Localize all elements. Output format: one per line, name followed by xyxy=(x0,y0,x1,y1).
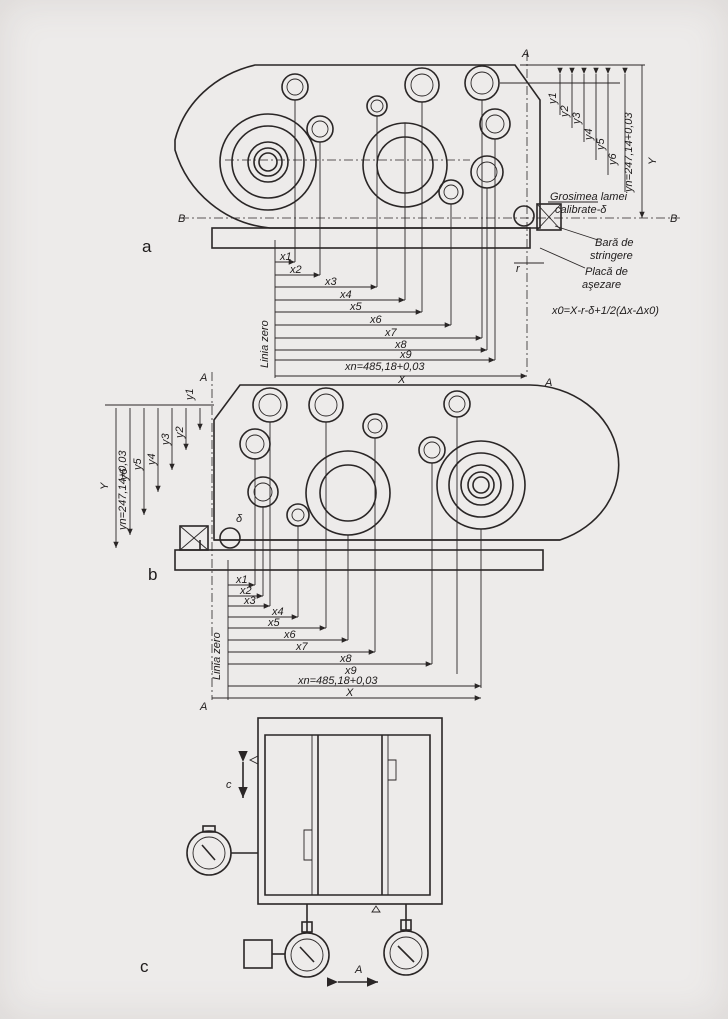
section-mark-a-bottom: A xyxy=(544,377,552,389)
y4-label-a: y4 xyxy=(583,128,595,141)
y1-label-a: y1 xyxy=(547,92,559,105)
formula-label: x0=X-r-δ+1/2(Δx-Δx0) xyxy=(551,305,659,317)
x4-label-a: x4 xyxy=(339,289,352,301)
clamp-bar-label-1: Bară de xyxy=(595,237,634,249)
y2-label-b: y2 xyxy=(174,426,186,439)
y1-label-b: y1 xyxy=(184,388,196,401)
arrow-c-label: c xyxy=(226,779,232,791)
gauge-thickness-label-2: calibrate-δ xyxy=(555,204,607,216)
x2-label-b: x2 xyxy=(239,585,252,597)
gauge-thickness-label-1: Grosimea lamei xyxy=(550,191,628,203)
clamp-bar-b xyxy=(179,525,209,551)
x8-label-a: x8 xyxy=(394,339,408,351)
yn-label-b: yn=247,14+0,03 xyxy=(117,450,129,531)
x8-label-b: x8 xyxy=(339,653,353,665)
section-mark-b-bottom: A xyxy=(199,701,207,713)
x9-label-a: x9 xyxy=(399,349,412,361)
figure-b: b A A δ y1 y2 y3 y4 y5 y6 yn=247,14+0,03… xyxy=(99,372,620,713)
clamp-bar-label-2: stringere xyxy=(590,250,633,262)
section-mark-b-right: B xyxy=(670,213,677,225)
dial-gauge-bottom-right xyxy=(383,904,429,976)
X-label-b: X xyxy=(345,687,354,699)
delta-label-b: δ xyxy=(236,513,243,525)
y4-label-b: y4 xyxy=(146,453,158,466)
x6-label-b: x6 xyxy=(283,629,297,641)
y5-label-b: y5 xyxy=(132,458,144,472)
y6-label-a: y6 xyxy=(607,153,619,167)
yn-label-a: yn=247,14+0,03 xyxy=(623,112,635,193)
gearbox-housing-b xyxy=(213,384,620,541)
x9-label-b: x9 xyxy=(344,665,357,677)
x4-label-b: x4 xyxy=(271,606,284,618)
y6-label-b: y6 xyxy=(118,468,130,482)
x5-label-a: x5 xyxy=(349,301,363,313)
y5-label-a: y5 xyxy=(595,138,607,152)
arrow-a-label: A xyxy=(354,964,362,976)
gearbox-housing-a xyxy=(174,64,541,229)
x7-label-a: x7 xyxy=(384,327,398,339)
y3-label-a: y3 xyxy=(571,112,583,126)
xn-label-b: xn=485,18+0,03 xyxy=(297,675,378,687)
x6-label-a: x6 xyxy=(369,314,383,326)
base-plate-a xyxy=(211,227,531,249)
x1-label-b: x1 xyxy=(235,574,248,586)
dial-gauge-side xyxy=(186,825,258,876)
figure-b-tag: b xyxy=(148,565,157,584)
section-mark-b-left: B xyxy=(178,213,185,225)
figure-c-tag: c xyxy=(140,957,149,976)
y2-label-a: y2 xyxy=(559,105,571,118)
figure-a: a A B B A x1 x2 x3 x4 x5 x6 x7 x8 x9 xn=… xyxy=(142,48,680,389)
base-plate-label-1: Placă de xyxy=(585,266,628,278)
X-label-a: X xyxy=(397,374,406,386)
figure-a-tag: a xyxy=(142,237,152,256)
base-plate-label-2: aşezare xyxy=(582,279,621,291)
bearing-bores-b xyxy=(219,387,526,549)
y3-label-b: y3 xyxy=(160,433,172,447)
x7-label-b: x7 xyxy=(295,641,309,653)
x5-label-b: x5 xyxy=(267,617,281,629)
r-label: r xyxy=(516,263,521,275)
Y-label-a: Y xyxy=(647,157,659,165)
x2-label-a: x2 xyxy=(289,264,302,276)
dial-gauge-bottom-left xyxy=(243,904,330,978)
x1-label-a: x1 xyxy=(279,251,292,263)
Y-label-b: Y xyxy=(99,482,111,490)
section-mark-b-top: A xyxy=(199,372,207,384)
xn-label-a: xn=485,18+0,03 xyxy=(344,361,425,373)
fixture-frame xyxy=(257,717,443,905)
x3-label-a: x3 xyxy=(324,276,338,288)
clamp-bar-a xyxy=(536,203,562,231)
base-plate-b xyxy=(174,549,544,571)
section-mark-a-top: A xyxy=(521,48,529,60)
x3-label-b: x3 xyxy=(243,595,257,607)
zero-line-label-a: Linia zero xyxy=(259,320,271,368)
figure-c: c c A xyxy=(140,717,443,987)
zero-line-label-b: Linia zero xyxy=(211,632,223,680)
